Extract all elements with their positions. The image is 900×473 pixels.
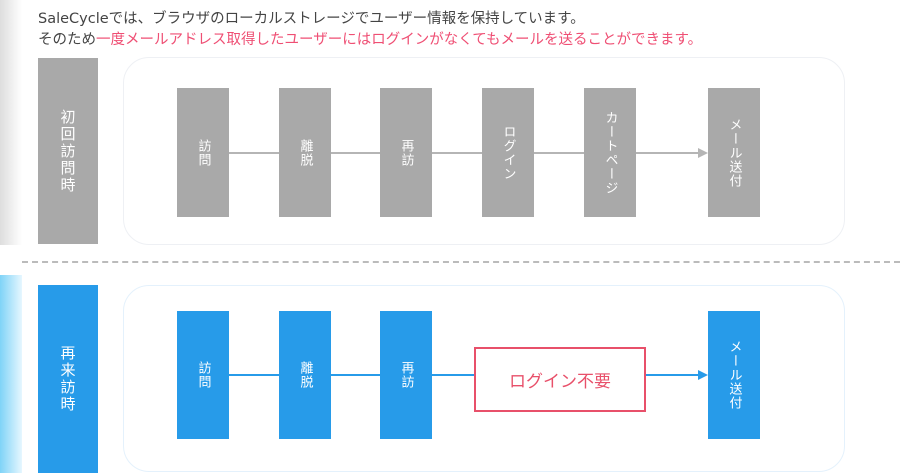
return-visit-flow-line (200, 374, 700, 376)
step-box: メール送付 (708, 88, 760, 217)
intro-highlight: 一度メールアドレス取得したユーザーにはログインがなくてもメールを送ることができま… (96, 32, 703, 48)
arrow-icon (698, 148, 708, 158)
step-box: メール送付 (708, 311, 760, 439)
step-box: 訪問 (177, 311, 229, 439)
first-visit-flow-line (200, 152, 700, 154)
first-visit-label: 初回訪問時 (38, 58, 98, 244)
edge-shadow-gray (0, 0, 22, 245)
step-box: 離脱 (279, 88, 331, 217)
step-box: 再訪 (380, 88, 432, 217)
intro-prefix: そのため (38, 32, 96, 48)
intro-line-2: そのため一度メールアドレス取得したユーザーにはログインがなくてもメールを送ること… (38, 28, 702, 49)
step-box: 再訪 (380, 311, 432, 439)
arrow-icon (698, 370, 708, 380)
step-box: 訪問 (177, 88, 229, 217)
edge-shadow-blue (0, 275, 22, 473)
login-not-required-box: ログイン不要 (474, 347, 646, 412)
intro-line-1: SaleCycleでは、ブラウザのローカルストレージでユーザー情報を保持していま… (38, 11, 585, 27)
return-visit-label: 再来訪時 (38, 285, 98, 473)
divider (22, 261, 900, 263)
step-box: ログイン (482, 88, 534, 217)
step-box: 離脱 (279, 311, 331, 439)
step-box: カートページ (584, 88, 636, 217)
